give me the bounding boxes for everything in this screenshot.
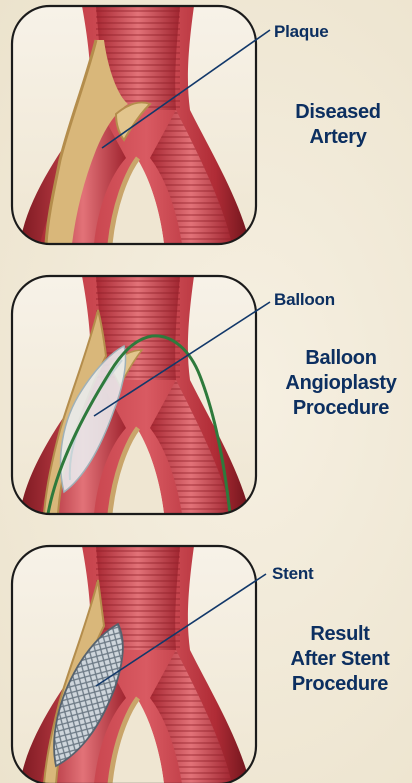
caption-line: Result [278,622,402,647]
caption-line: After Stent [278,647,402,672]
stent-label: Stent [272,564,314,584]
caption-line: Procedure [278,672,402,697]
panel-stent-result: Stent Result After Stent Procedure [0,540,412,783]
stent-result-caption: Result After Stent Procedure [278,622,402,697]
